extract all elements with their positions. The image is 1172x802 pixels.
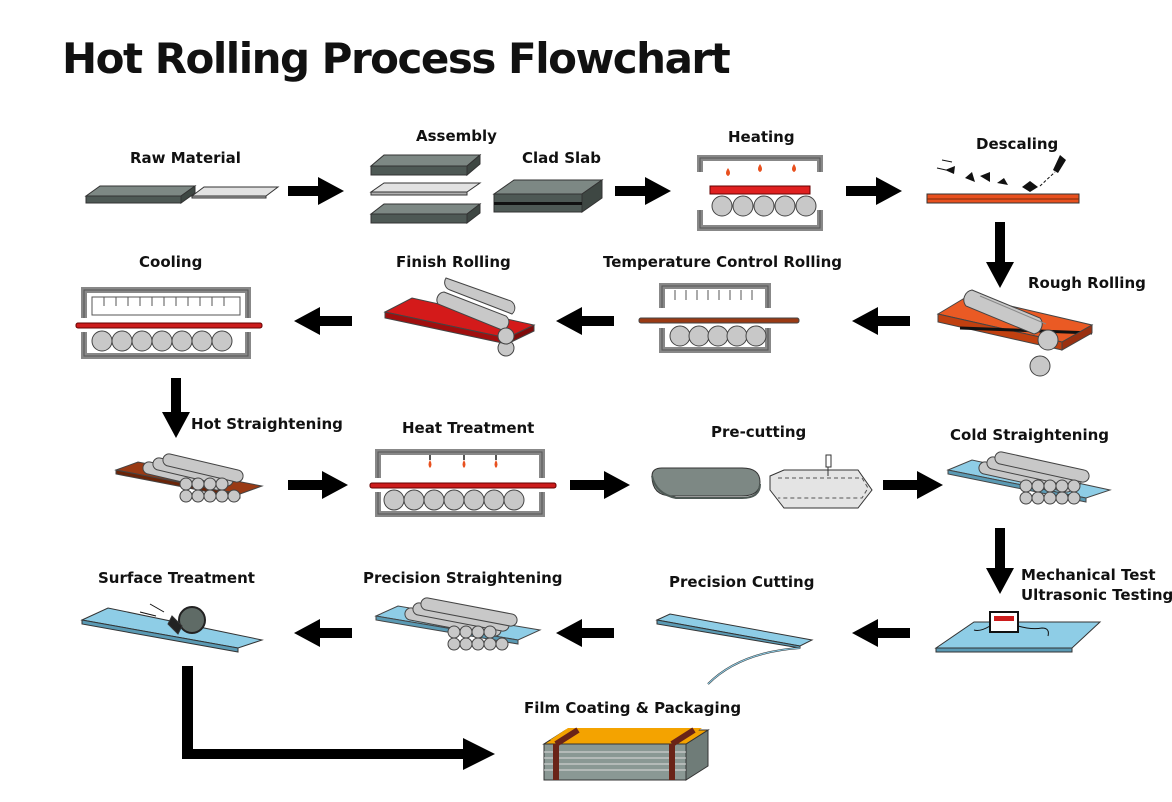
flow-arrows — [162, 177, 1014, 770]
clad-slab-illustration — [492, 179, 604, 213]
arrow-right-4 — [288, 471, 348, 499]
arrow-down-2 — [162, 378, 190, 438]
label-precision-straightening: Precision Straightening — [363, 569, 563, 587]
label-film-coating-packaging: Film Coating & Packaging — [524, 699, 742, 717]
label-rough-rolling: Rough Rolling — [1028, 274, 1146, 292]
rough-rolling-illustration — [936, 289, 1094, 377]
arrow-right-1 — [288, 177, 344, 205]
label-precision-cutting: Precision Cutting — [669, 573, 815, 591]
heat-treatment-illustration — [369, 449, 557, 517]
label-clad-slab: Clad Slab — [522, 149, 602, 167]
arrow-right-6 — [883, 471, 943, 499]
mechanical-test-illustration — [934, 611, 1102, 653]
cold-straightening-illustration — [946, 451, 1112, 505]
arrow-right-3 — [846, 177, 902, 205]
surface-treatment-illustration — [80, 603, 264, 653]
arrow-down-3 — [986, 528, 1014, 594]
assembly-illustration — [369, 153, 482, 225]
label-hot-straightening: Hot Straightening — [191, 415, 343, 433]
arrow-left-5 — [556, 619, 614, 647]
label-pre-cutting: Pre-cutting — [711, 423, 807, 441]
precision-cutting-illustration — [655, 613, 814, 685]
label-finish-rolling: Finish Rolling — [396, 253, 511, 271]
arrow-left-3 — [294, 307, 352, 335]
heating-furnace-illustration — [697, 155, 823, 231]
label-heating: Heating — [728, 128, 795, 146]
precision-straightening-illustration — [374, 597, 542, 651]
arrow-left-1 — [852, 307, 910, 335]
label-assembly: Assembly — [416, 127, 497, 145]
label-cold-straightening: Cold Straightening — [950, 426, 1110, 444]
arrow-down-1 — [986, 222, 1014, 288]
pre-cutting-illustration — [651, 454, 873, 509]
label-mechanical-test: Mechanical Test — [1021, 566, 1156, 584]
label-raw-material: Raw Material — [130, 149, 241, 167]
raw-material-illustration — [84, 185, 280, 204]
label-descaling: Descaling — [976, 135, 1059, 153]
arrow-right-5 — [570, 471, 630, 499]
film-coating-packaging-illustration — [542, 727, 710, 781]
arrow-left-4 — [852, 619, 910, 647]
arrow-left-6 — [294, 619, 352, 647]
finish-rolling-illustration — [383, 277, 536, 357]
descaling-illustration — [926, 155, 1080, 204]
hot-straightening-illustration — [114, 453, 264, 503]
label-surface-treatment: Surface Treatment — [98, 569, 255, 587]
label-ultrasonic-testing: Ultrasonic Testing — [1021, 586, 1172, 604]
page-title: Hot Rolling Process Flowchart — [62, 34, 731, 83]
arrow-to-packaging — [182, 666, 495, 770]
cooling-illustration — [75, 287, 263, 359]
label-cooling: Cooling — [139, 253, 203, 271]
arrow-left-2 — [556, 307, 614, 335]
arrow-right-2 — [615, 177, 671, 205]
label-heat-treatment: Heat Treatment — [402, 419, 535, 437]
temperature-control-rolling-illustration — [638, 283, 800, 353]
label-temperature-control-rolling: Temperature Control Rolling — [603, 253, 843, 271]
